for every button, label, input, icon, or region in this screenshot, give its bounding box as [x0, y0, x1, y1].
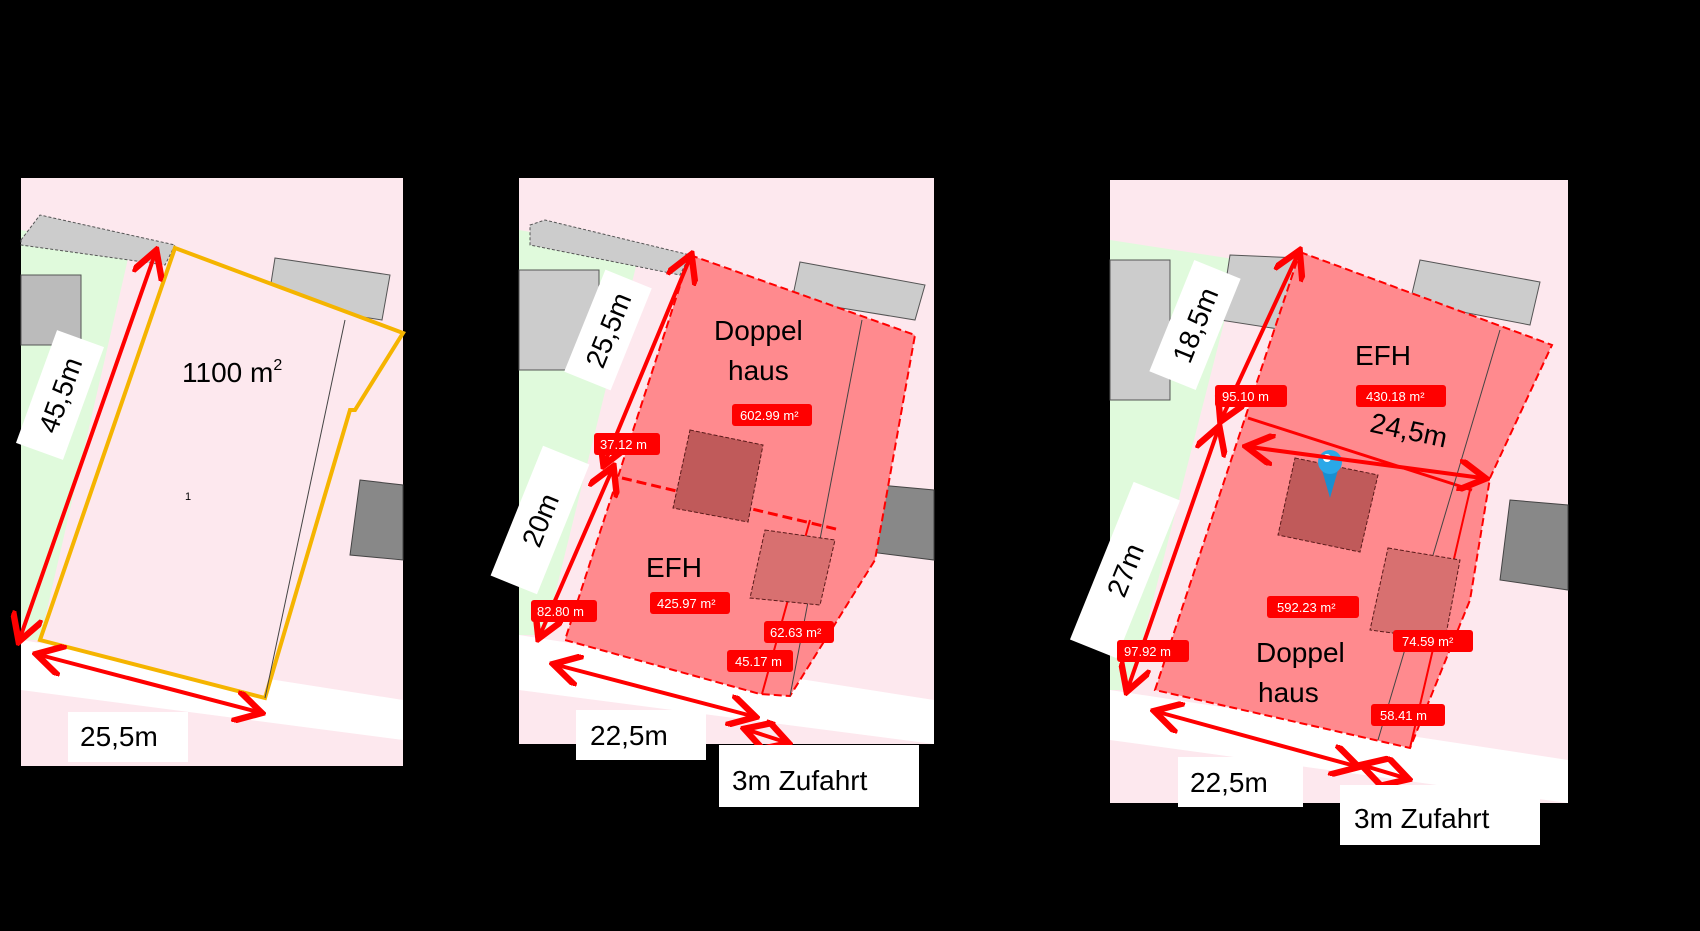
driveway-label: 3m Zufahrt — [732, 765, 868, 796]
area-tag: 425.97 m² — [657, 596, 716, 611]
area-tag: 430.18 m² — [1366, 389, 1425, 404]
area-tag: 592.23 m² — [1277, 600, 1336, 615]
zone-label-top: Doppel — [714, 315, 803, 346]
driveway-label: 3m Zufahrt — [1354, 803, 1490, 834]
front-length-label: 25,5m — [80, 721, 158, 752]
measure-tag: 58.41 m — [1380, 708, 1427, 723]
measure-tag: 95.10 m — [1222, 389, 1269, 404]
measure-tag: 97.92 m — [1124, 644, 1171, 659]
front-length-label: 22,5m — [590, 720, 668, 751]
measure-tag: 45.17 m — [735, 654, 782, 669]
area-tag: 62.63 m² — [770, 625, 822, 640]
plot-area-label: 1100 m2 — [182, 357, 282, 388]
map-panel-1: 45,5m 25,5m 1100 m2 1 — [16, 178, 406, 766]
map-panel-2: 25,5m 20m Doppel haus EFH 602.99 m² 37.1… — [490, 178, 935, 807]
measure-tag: 82.80 m — [537, 604, 584, 619]
area-tag: 74.59 m² — [1402, 634, 1454, 649]
measure-tag: 37.12 m — [600, 437, 647, 452]
zone-label-top: EFH — [1355, 340, 1411, 371]
zone-label-bottom: Doppel — [1256, 637, 1345, 668]
zone-label-bottom: EFH — [646, 552, 702, 583]
front-length-label: 22,5m — [1190, 767, 1268, 798]
house-number: 1 — [185, 491, 191, 503]
zone-label-bottom-2: haus — [1258, 677, 1319, 708]
area-tag: 602.99 m² — [740, 408, 799, 423]
map-panel-3: 18,5m 27m EFH 24,5m Doppel haus 430.18 m… — [1069, 180, 1569, 845]
zone-label-top-2: haus — [728, 355, 789, 386]
